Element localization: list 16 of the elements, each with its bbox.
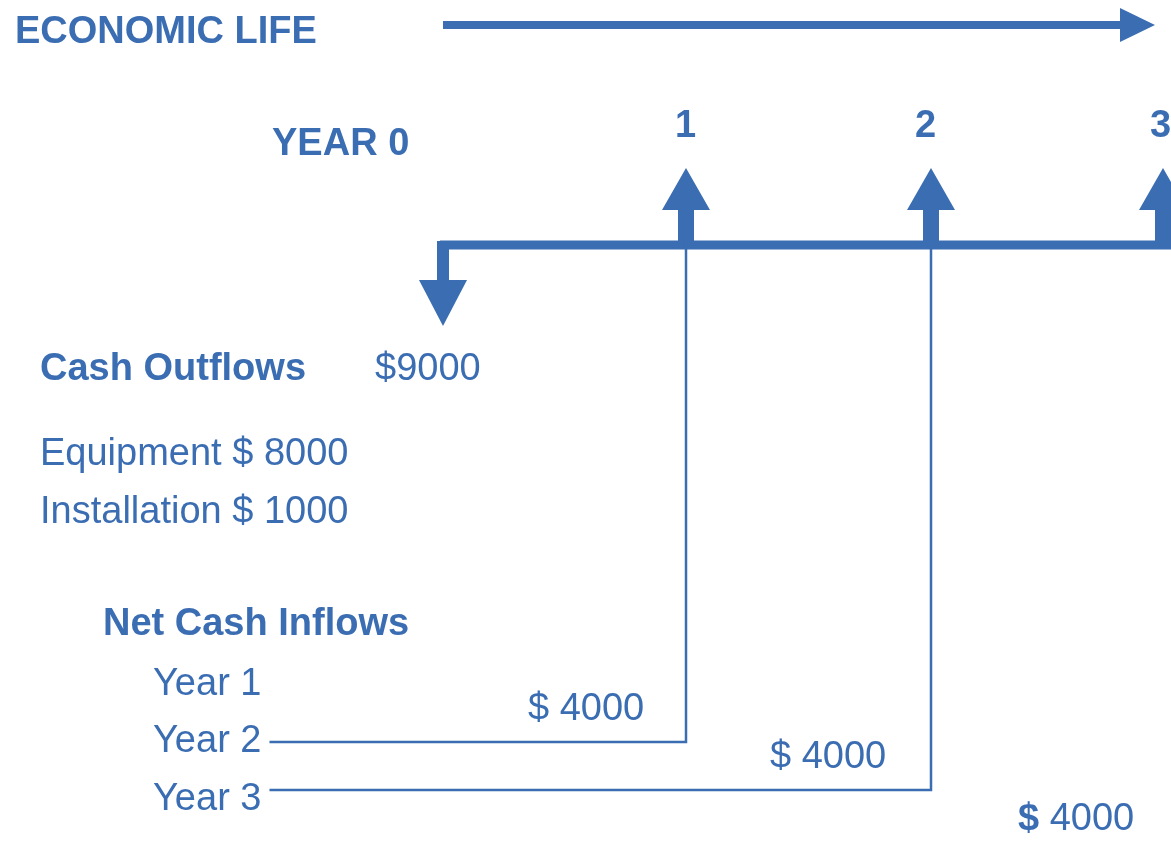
heading: ECONOMIC LIFE: [15, 8, 317, 52]
cost-line: Installation $ 1000: [40, 488, 349, 532]
amount-text: $9000: [375, 345, 481, 389]
year-number: 3: [1150, 102, 1171, 146]
year-label: Year 3: [153, 775, 262, 819]
year-label: Year 2: [153, 717, 262, 761]
year-label: Year 1: [153, 660, 262, 704]
up-arrow: [662, 168, 710, 241]
year-number: 2: [915, 102, 937, 146]
year-label: YEAR 0: [272, 120, 410, 164]
section-heading: Net Cash Inflows: [103, 600, 410, 644]
up-arrow: [907, 168, 955, 241]
year-number: 1: [675, 102, 697, 146]
amount-text: $ 4000: [1018, 795, 1135, 839]
cost-line: Equipment $ 8000: [40, 430, 349, 474]
section-heading: Cash Outflows: [40, 345, 307, 389]
